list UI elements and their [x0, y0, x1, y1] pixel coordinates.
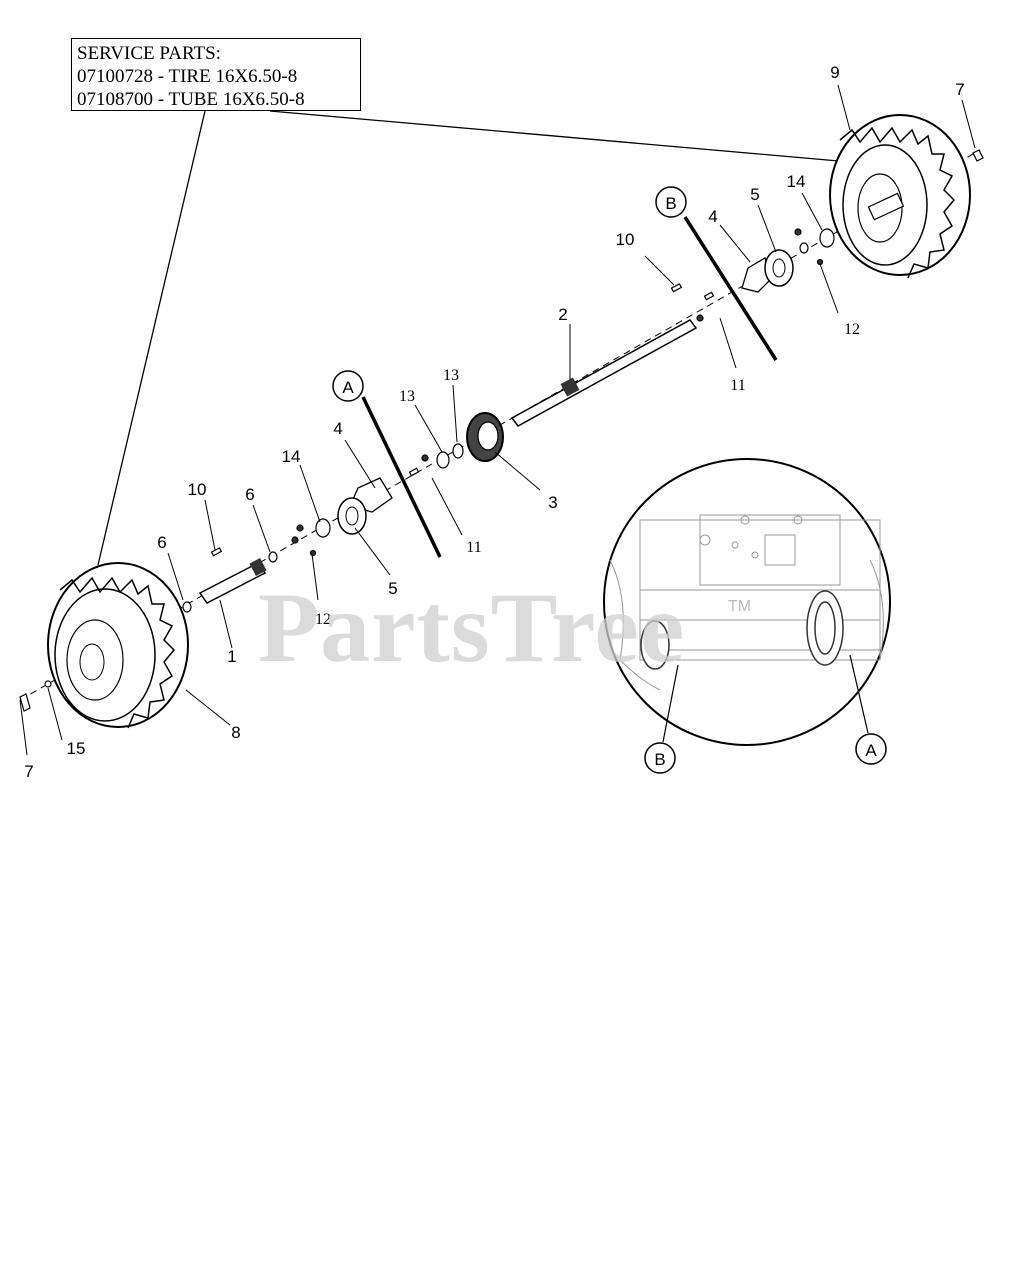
callout-13-right: 13 [443, 367, 459, 384]
callout-3: 3 [548, 493, 557, 512]
ref-line-b [683, 216, 778, 361]
callout-5-left: 5 [388, 579, 397, 598]
callout-8: 8 [231, 723, 240, 742]
ref-line-a [361, 396, 442, 558]
callout-10-left: 10 [188, 480, 207, 499]
service-parts-heading: SERVICE PARTS: [77, 43, 221, 64]
ref-circle-a-main: A [332, 370, 364, 402]
ref-circle-b-main: B [655, 186, 687, 218]
service-leader-left [97, 110, 206, 566]
callout-6-outer: 6 [157, 533, 166, 552]
drive-gear [466, 412, 504, 462]
callout-4-right: 4 [708, 207, 717, 226]
callout-14-left: 14 [282, 447, 301, 466]
callout-4-left: 4 [333, 419, 342, 438]
callout-14-right: 14 [787, 172, 806, 191]
callout-15: 15 [67, 739, 86, 758]
callout-11-left: 11 [466, 539, 481, 556]
callout-7-right: 7 [955, 80, 964, 99]
right-wheel [829, 114, 971, 279]
service-part-tube: 07108700 - TUBE 16X6.50-8 [77, 89, 305, 110]
ref-a-label: A [342, 378, 354, 397]
ref-circle-a-detail: A [855, 733, 887, 765]
callout-11-right: 11 [730, 377, 745, 394]
detail-view [603, 458, 891, 746]
right-bearing-flange [741, 249, 794, 293]
callout-12-left: 12 [315, 611, 331, 628]
callout-5-right: 5 [750, 185, 759, 204]
callout-numbers: 1 2 3 4 4 5 5 6 6 7 7 8 9 10 10 11 11 12… [24, 63, 964, 781]
ref-b-label: B [665, 194, 676, 213]
service-part-tire: 07100728 - TIRE 16X6.50-8 [77, 66, 298, 87]
left-bearing-flange [337, 477, 393, 535]
callout-7-left: 7 [24, 762, 33, 781]
callout-2: 2 [558, 305, 567, 324]
partstree-watermark: PartsTree [258, 572, 686, 683]
left-wheel [47, 562, 189, 729]
callout-leaders [19, 84, 976, 756]
service-leader-right [269, 110, 851, 163]
callout-6-inner: 6 [245, 485, 254, 504]
service-parts-box: SERVICE PARTS: 07100728 - TIRE 16X6.50-8… [71, 38, 361, 111]
callout-9: 9 [830, 63, 839, 82]
small-hardware [19, 149, 984, 712]
callout-13-left: 13 [399, 388, 415, 405]
trademark-mark: TM [728, 598, 752, 615]
ref-circle-b-detail: B [644, 742, 676, 774]
ref-a-detail-label: A [865, 741, 877, 760]
left-axle-shaft [198, 558, 267, 604]
callout-10-right: 10 [616, 230, 635, 249]
ref-b-detail-label: B [654, 750, 665, 769]
callout-12-right: 12 [844, 321, 860, 338]
main-axle-shaft [510, 319, 698, 427]
callout-1: 1 [227, 647, 236, 666]
